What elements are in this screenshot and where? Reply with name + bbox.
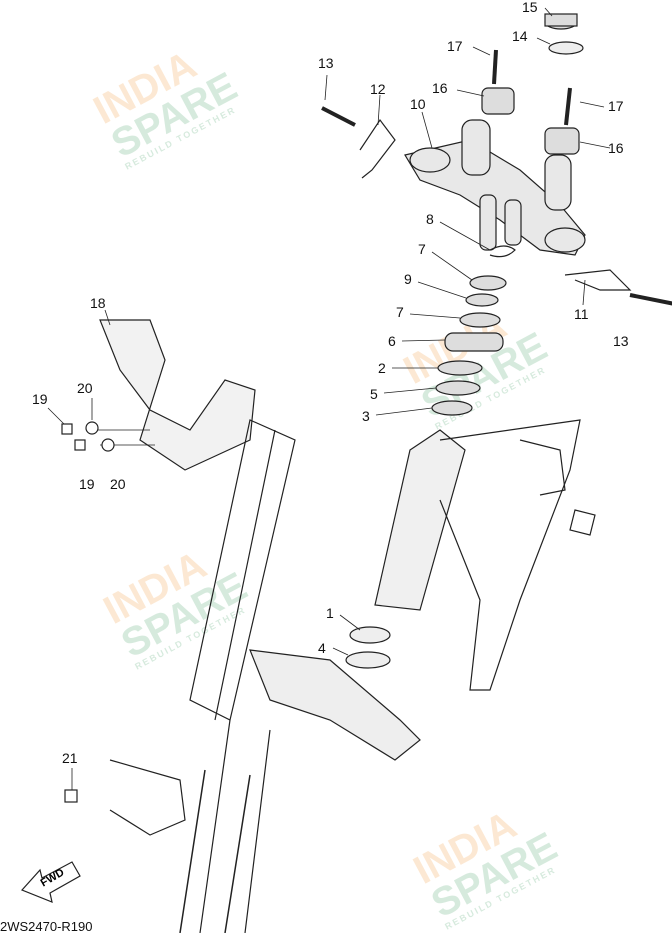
callout-16: 16 [432, 80, 448, 96]
callout-4: 4 [318, 640, 326, 656]
bolt-17a [492, 49, 498, 85]
callout-19: 19 [79, 476, 95, 492]
callout-6: 6 [388, 333, 396, 349]
callout-13: 13 [318, 55, 334, 71]
cap-nut-15 [544, 13, 578, 30]
callout-1: 1 [326, 605, 334, 621]
lower-bracket [249, 626, 421, 761]
callout-11: 11 [574, 306, 589, 322]
frame [374, 419, 596, 691]
fork-tube [199, 719, 271, 933]
callout-7: 7 [418, 241, 426, 257]
callout-17: 17 [608, 98, 624, 114]
callout-8: 8 [426, 211, 434, 227]
callout-16: 16 [608, 140, 624, 156]
bracket-12 [359, 118, 396, 179]
callout-9: 9 [404, 271, 412, 287]
holder-16a [481, 87, 515, 115]
callout-17: 17 [447, 38, 463, 54]
bracket-11 [564, 269, 632, 291]
diagram-code: 2WS2470-R190 [0, 919, 93, 934]
fork-outer [179, 769, 251, 933]
bolt-13b [629, 293, 672, 306]
bolt-17b [564, 87, 572, 126]
headlight-cover [99, 319, 256, 471]
callout-2: 2 [378, 360, 386, 376]
callout-19: 19 [32, 391, 48, 407]
upper-bracket [404, 119, 586, 256]
callout-7: 7 [396, 304, 404, 320]
bolt-13a [321, 106, 356, 127]
spring-8 [489, 245, 516, 258]
bracket-21 [109, 759, 186, 836]
callout-18: 18 [90, 295, 106, 311]
callout-15: 15 [522, 0, 538, 15]
callout-20: 20 [77, 380, 93, 396]
callout-21: 21 [62, 750, 78, 766]
bearing-stack [431, 275, 507, 416]
callout-20: 20 [110, 476, 126, 492]
callout-14: 14 [512, 28, 528, 44]
holder-16b [544, 127, 580, 155]
dash-guide [189, 419, 296, 721]
callout-10: 10 [410, 96, 426, 112]
callout-13: 13 [613, 333, 629, 349]
callout-12: 12 [370, 81, 386, 97]
washer-14 [548, 41, 584, 55]
fwd-arrow [20, 861, 81, 903]
callout-3: 3 [362, 408, 370, 424]
callout-5: 5 [370, 386, 378, 402]
small-parts [61, 421, 115, 803]
